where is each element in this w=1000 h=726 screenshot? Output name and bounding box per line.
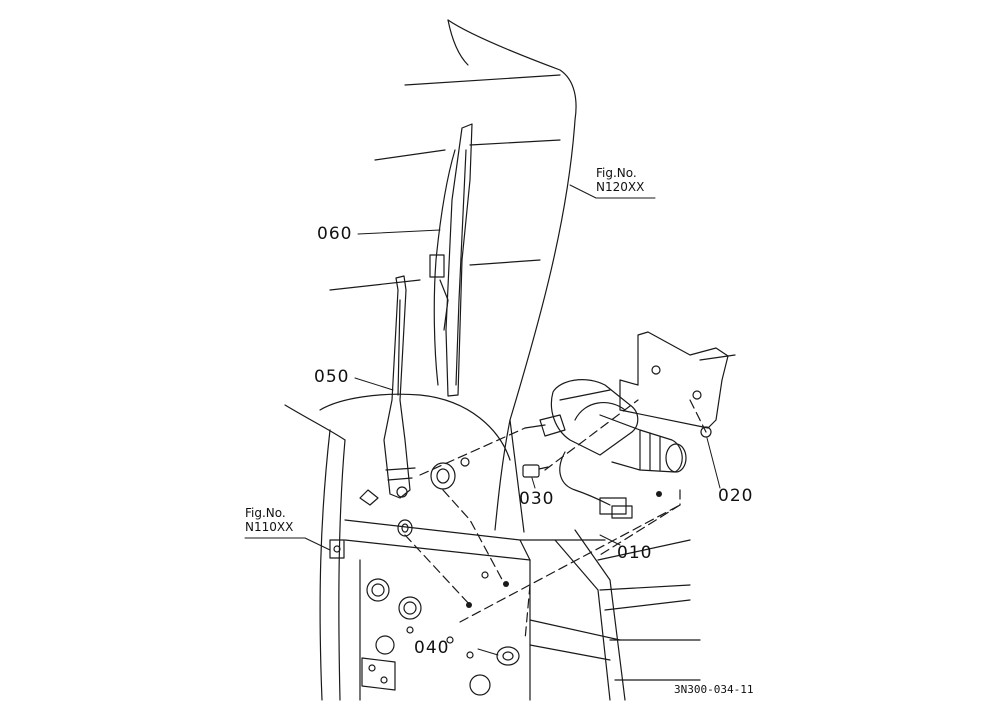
leader-lines: [244, 184, 721, 656]
callout-030: 030: [519, 489, 555, 509]
assembly-guide-lines: [404, 399, 707, 641]
cab-rear-frame: [284, 393, 701, 701]
callout-020: 020: [718, 486, 754, 506]
fig-ref-left-label: Fig.No.: [245, 506, 286, 520]
nut-040: [496, 646, 520, 666]
drawing-code: 3N300-034-11: [674, 683, 754, 696]
callout-040: 040: [414, 638, 450, 658]
rear-window-glass: [329, 19, 577, 533]
fig-ref-left-code: N110XX: [245, 520, 294, 534]
fig-ref-top-label: Fig.No.: [596, 166, 637, 180]
fig-ref-left: Fig.No. N110XX: [245, 506, 293, 534]
fig-ref-top-code: N120XX: [596, 180, 645, 194]
pivot-grommet: [397, 457, 470, 537]
motor-bracket: [619, 331, 736, 438]
wiper-blade: [429, 123, 473, 397]
callout-010: 010: [617, 543, 653, 563]
callout-050: 050: [314, 367, 350, 387]
bolt-030: [522, 464, 549, 478]
reference-dots: [466, 491, 662, 608]
fig-ref-top: Fig.No. N120XX: [596, 166, 644, 194]
callout-060: 060: [317, 224, 353, 244]
wiper-motor: [524, 379, 687, 519]
wiper-arm: [383, 275, 416, 499]
